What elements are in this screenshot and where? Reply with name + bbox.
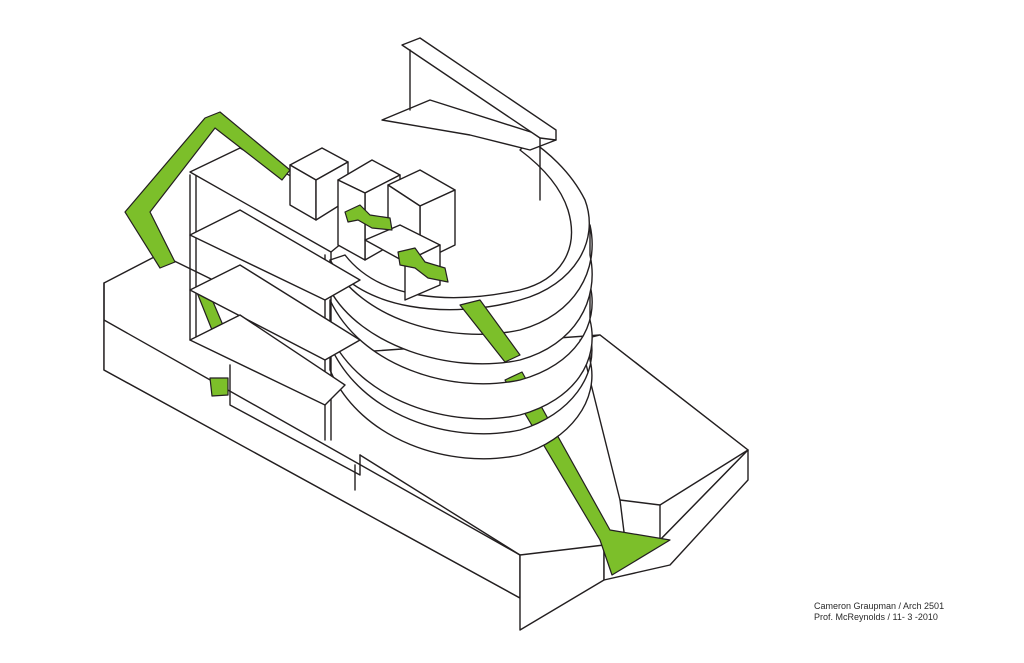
tower-cluster — [289, 147, 456, 301]
drawing-credits: Cameron Graupman / Arch 2501 Prof. McRey… — [814, 601, 944, 623]
spiral-ramp — [329, 37, 593, 460]
circulation-path-upper — [124, 111, 521, 363]
credit-line-author: Cameron Graupman / Arch 2501 — [814, 601, 945, 611]
credit-line-professor: Prof. McReynolds / 11- 3 -2010 — [814, 612, 938, 622]
frame-structure — [189, 147, 371, 441]
